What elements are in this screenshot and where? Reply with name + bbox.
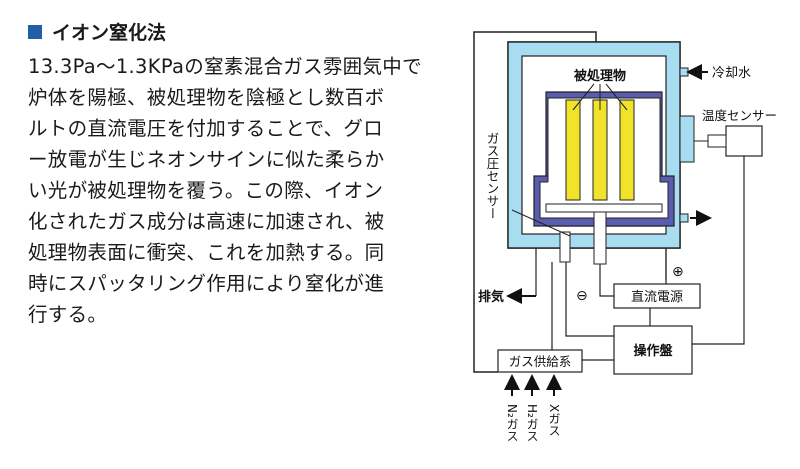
cathode-plate [545,203,663,213]
label-gas-pressure-sensor: ガス圧センサー [485,132,500,220]
section-title: イオン窒化法 [52,22,167,44]
label-exhaust: 排気 [478,289,504,305]
workpiece-2 [592,99,608,201]
section-heading: イオン窒化法 [28,18,448,45]
heading-bullet-icon [28,24,42,39]
cathode-rod [593,211,607,265]
label-cooling-water: 冷却水 [712,66,751,81]
workpiece-1 [565,99,581,201]
label-temp-sensor: 温度センサー [702,108,777,123]
workpiece-3 [619,99,635,201]
label-workpiece: 被処理物 [573,68,626,84]
label-gas-supply: ガス供給系 [509,354,572,369]
control-panel-box [613,325,693,375]
label-plus: ⊕ [672,264,684,280]
gas-supply-box [497,349,583,373]
label-dc-power: 直流電源 [631,290,683,305]
temp-sensor-flange [679,115,695,163]
label-control-panel: 操作盤 [633,343,673,359]
gas-inlet-pipe [559,231,571,263]
section-body: 13.3Pa〜1.3KPaの窒素混合ガス雰囲気中で 炉体を陽極、被処理物を陰極と… [28,55,422,326]
text-column: イオン窒化法 13.3Pa〜1.3KPaの窒素混合ガス雰囲気中で 炉体を陽極、被… [28,18,448,330]
dc-power-box [613,283,701,309]
water-jacket-fill [508,42,680,56]
label-minus: ⊖ [576,288,588,304]
label-gas-h2: H₂ガス [525,404,539,442]
label-gas-n2: N₂ガス [505,404,519,442]
temp-sensor-body [725,125,763,157]
ion-nitriding-diagram: 被処理物 冷却水 温度センサー ガス圧センサー 排気 ⊕ ⊖ 直流電源 操作盤 … [473,31,777,442]
label-gas-x: Xガス [547,404,561,436]
